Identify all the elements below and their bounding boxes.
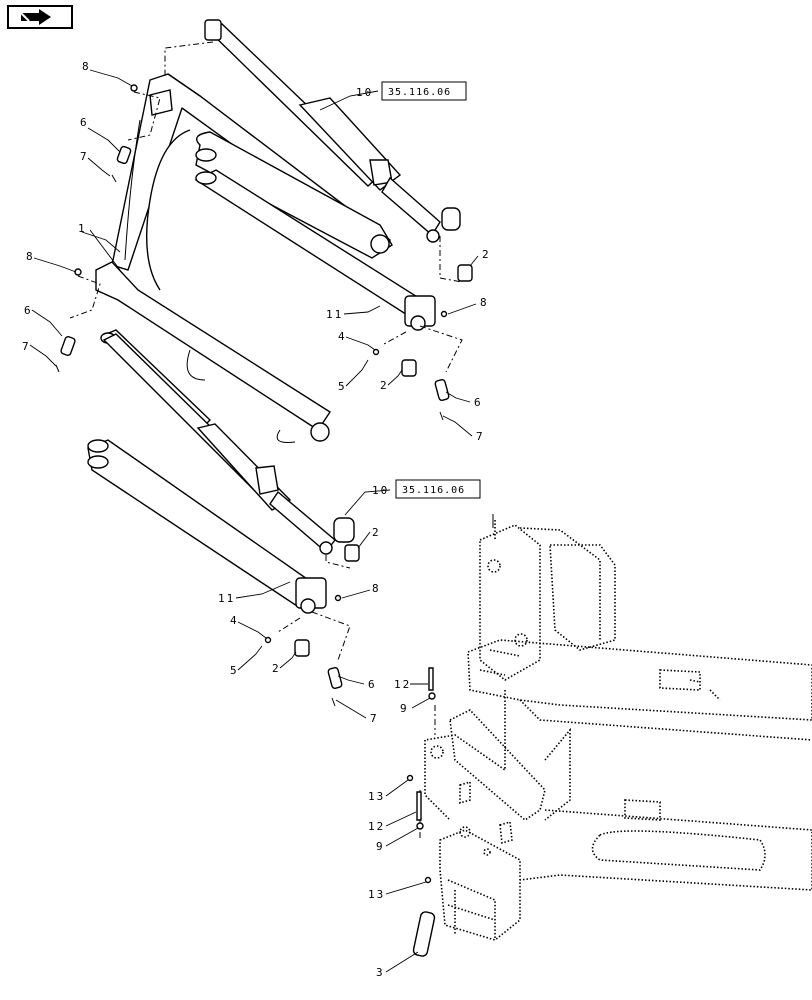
- frame-pins: [406, 514, 494, 957]
- label-10-lower: 10: [372, 484, 389, 497]
- label-4-b: 4: [230, 614, 237, 627]
- label-11-b: 11: [218, 592, 235, 605]
- label-2-d: 2: [272, 662, 279, 675]
- reference-box-upper[interactable]: 35.116.06: [381, 81, 467, 101]
- lower-hydraulic-cylinder: [102, 333, 355, 555]
- label-10-upper: 10: [356, 86, 373, 99]
- upper-hydraulic-cylinder: [204, 19, 461, 243]
- reference-upper-text: 35.116.06: [388, 87, 451, 98]
- label-2-a: 2: [482, 248, 489, 261]
- machine-chassis: [424, 520, 812, 941]
- label-5-a: 5: [338, 380, 345, 393]
- label-12-b: 12: [368, 820, 385, 833]
- reference-lower-text: 35.116.06: [402, 485, 465, 496]
- label-7-d: 7: [370, 712, 377, 725]
- label-6-a: 6: [80, 116, 87, 129]
- reference-box-lower[interactable]: 35.116.06: [395, 479, 481, 499]
- label-11-a: 11: [326, 308, 343, 321]
- pins-and-bushings: [55, 84, 473, 707]
- label-6-d: 6: [368, 678, 375, 691]
- label-13-b: 13: [368, 888, 385, 901]
- label-7-b: 7: [22, 340, 29, 353]
- label-8-c: 8: [480, 296, 487, 309]
- label-8-b: 8: [26, 250, 33, 263]
- nav-button[interactable]: [7, 5, 73, 29]
- label-7-c: 7: [476, 430, 483, 443]
- label-5-b: 5: [230, 664, 237, 677]
- arrow-right-icon: [20, 9, 51, 25]
- label-9-a: 9: [400, 702, 407, 715]
- label-13-a: 13: [368, 790, 385, 803]
- assembly-lines: [69, 41, 463, 840]
- label-1: 1: [78, 222, 85, 235]
- label-8-d: 8: [372, 582, 379, 595]
- label-6-c: 6: [474, 396, 481, 409]
- lower-loader-arm: [87, 439, 327, 614]
- label-2-b: 2: [380, 379, 387, 392]
- callout-labels: 10 10 1 2 2 2 2 3 4 4 5 5 6 6 6 6 7 7 7 …: [22, 60, 489, 979]
- leader-lines: [29, 69, 479, 973]
- label-3: 3: [376, 966, 383, 979]
- label-4-a: 4: [338, 330, 345, 343]
- label-8-a: 8: [82, 60, 89, 73]
- label-7-a: 7: [80, 150, 87, 163]
- label-2-c: 2: [372, 526, 379, 539]
- label-12-a: 12: [394, 678, 411, 691]
- label-9-b: 9: [376, 840, 383, 853]
- label-6-b: 6: [24, 304, 31, 317]
